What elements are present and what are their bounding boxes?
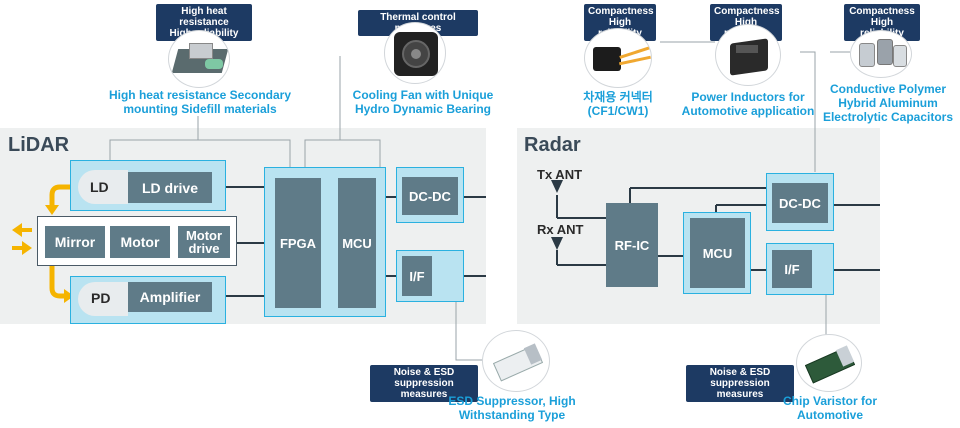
varistor-caption-line2: Automotive bbox=[797, 408, 863, 422]
lidar-title: LiDAR bbox=[8, 134, 70, 156]
connector-body-icon bbox=[593, 47, 621, 71]
radar-title: Radar bbox=[524, 134, 581, 156]
esd-image bbox=[482, 330, 550, 392]
lidar-if-block: I/F bbox=[402, 256, 432, 296]
inductor-tag-line1: Compactness bbox=[714, 6, 780, 17]
fan-caption: Cooling Fan with Unique Hydro Dynamic Be… bbox=[348, 88, 498, 116]
radar-dcdc-block: DC-DC bbox=[772, 183, 828, 223]
motor-drive-block: Motor drive bbox=[178, 226, 230, 258]
rx-ant-label: Rx ANT bbox=[537, 222, 584, 237]
fan-blade-icon bbox=[402, 40, 430, 68]
fan-image bbox=[384, 22, 446, 84]
pd-label: PD bbox=[91, 290, 111, 306]
esd-caption: ESD Suppressor, High Withstanding Type bbox=[440, 394, 584, 422]
connector-tag-line1: Compactness bbox=[588, 6, 654, 17]
inductor-body-icon bbox=[730, 38, 768, 76]
sidefill-caption-line2: mounting Sidefill materials bbox=[123, 102, 277, 116]
motor-block: Motor bbox=[110, 226, 170, 258]
capacitor-caption-line1: Conductive Polymer bbox=[829, 82, 947, 96]
varistor-caption: Chip Varistor for Automotive bbox=[764, 394, 896, 422]
connector-caption: 차재용 커넥터 (CF1/CW1) bbox=[566, 90, 670, 118]
radar-mcu-block: MCU bbox=[690, 218, 745, 288]
varistor-tag-line1: Noise & ESD bbox=[709, 367, 771, 378]
fan-hub-icon bbox=[411, 49, 421, 59]
capacitor-can2-icon bbox=[877, 39, 893, 65]
capacitor-caption-line3: Electrolytic Capacitors bbox=[822, 110, 954, 124]
sidefill-caption-line1: High heat resistance Secondary bbox=[108, 88, 292, 102]
inductor-top-icon bbox=[736, 45, 758, 53]
esd-caption-line2: Withstanding Type bbox=[458, 408, 566, 422]
inductor-caption: Power Inductors for Automotive applicati… bbox=[678, 90, 818, 118]
capacitor-can3-icon bbox=[893, 45, 907, 67]
inductor-image bbox=[715, 24, 781, 86]
inductor-caption-line2: Automotive application bbox=[681, 104, 815, 118]
sidefill-caption: High heat resistance Secondary mounting … bbox=[108, 88, 292, 116]
lidar-mcu-block: MCU bbox=[338, 178, 376, 308]
capacitor-caption-line2: Hybrid Aluminum bbox=[838, 96, 938, 110]
varistor-image bbox=[796, 334, 862, 392]
inductor-caption-line1: Power Inductors for bbox=[691, 90, 805, 104]
ld-label: LD bbox=[90, 179, 109, 195]
esd-tag-line2: suppression measures bbox=[394, 378, 454, 400]
capacitor-caption: Conductive Polymer Hybrid Aluminum Elect… bbox=[822, 82, 954, 124]
varistor-tag-line2: suppression measures bbox=[710, 378, 770, 400]
sidefill-image bbox=[168, 30, 230, 88]
esd-tag-line1: Noise & ESD bbox=[393, 367, 455, 378]
sidefill-glue-icon bbox=[205, 59, 223, 69]
pd-dome bbox=[78, 282, 128, 316]
varistor-tag: Noise & ESD suppression measures bbox=[686, 365, 794, 402]
capacitor-tag-line1: Compactness bbox=[849, 6, 915, 17]
tx-ant-label: Tx ANT bbox=[537, 167, 583, 182]
esd-caption-line1: ESD Suppressor, High bbox=[448, 394, 576, 408]
capacitor-image bbox=[850, 30, 912, 78]
varistor-caption-line1: Chip Varistor for bbox=[782, 394, 877, 408]
connector-caption-line1: 차재용 커넥터 bbox=[583, 90, 653, 104]
sidefill-tag-line1: High heat resistance bbox=[179, 6, 229, 28]
fan-caption-line2: Hydro Dynamic Bearing bbox=[354, 102, 492, 116]
connector-image bbox=[584, 28, 652, 88]
amplifier-block: Amplifier bbox=[128, 282, 212, 312]
ld-dome bbox=[78, 170, 128, 204]
esd-tag: Noise & ESD suppression measures bbox=[370, 365, 478, 402]
lidar-dcdc-block: DC-DC bbox=[402, 177, 458, 215]
fan-caption-line1: Cooling Fan with Unique bbox=[352, 88, 494, 102]
fpga-block: FPGA bbox=[275, 178, 321, 308]
mirror-block: Mirror bbox=[45, 226, 105, 258]
sidefill-chip-icon bbox=[189, 43, 213, 59]
ld-drive-block: LD drive bbox=[128, 172, 212, 203]
rf-ic-block: RF-IC bbox=[606, 203, 658, 287]
capacitor-can1-icon bbox=[859, 43, 875, 67]
radar-if-block: I/F bbox=[772, 250, 812, 288]
connector-caption-line2: (CF1/CW1) bbox=[587, 104, 649, 118]
